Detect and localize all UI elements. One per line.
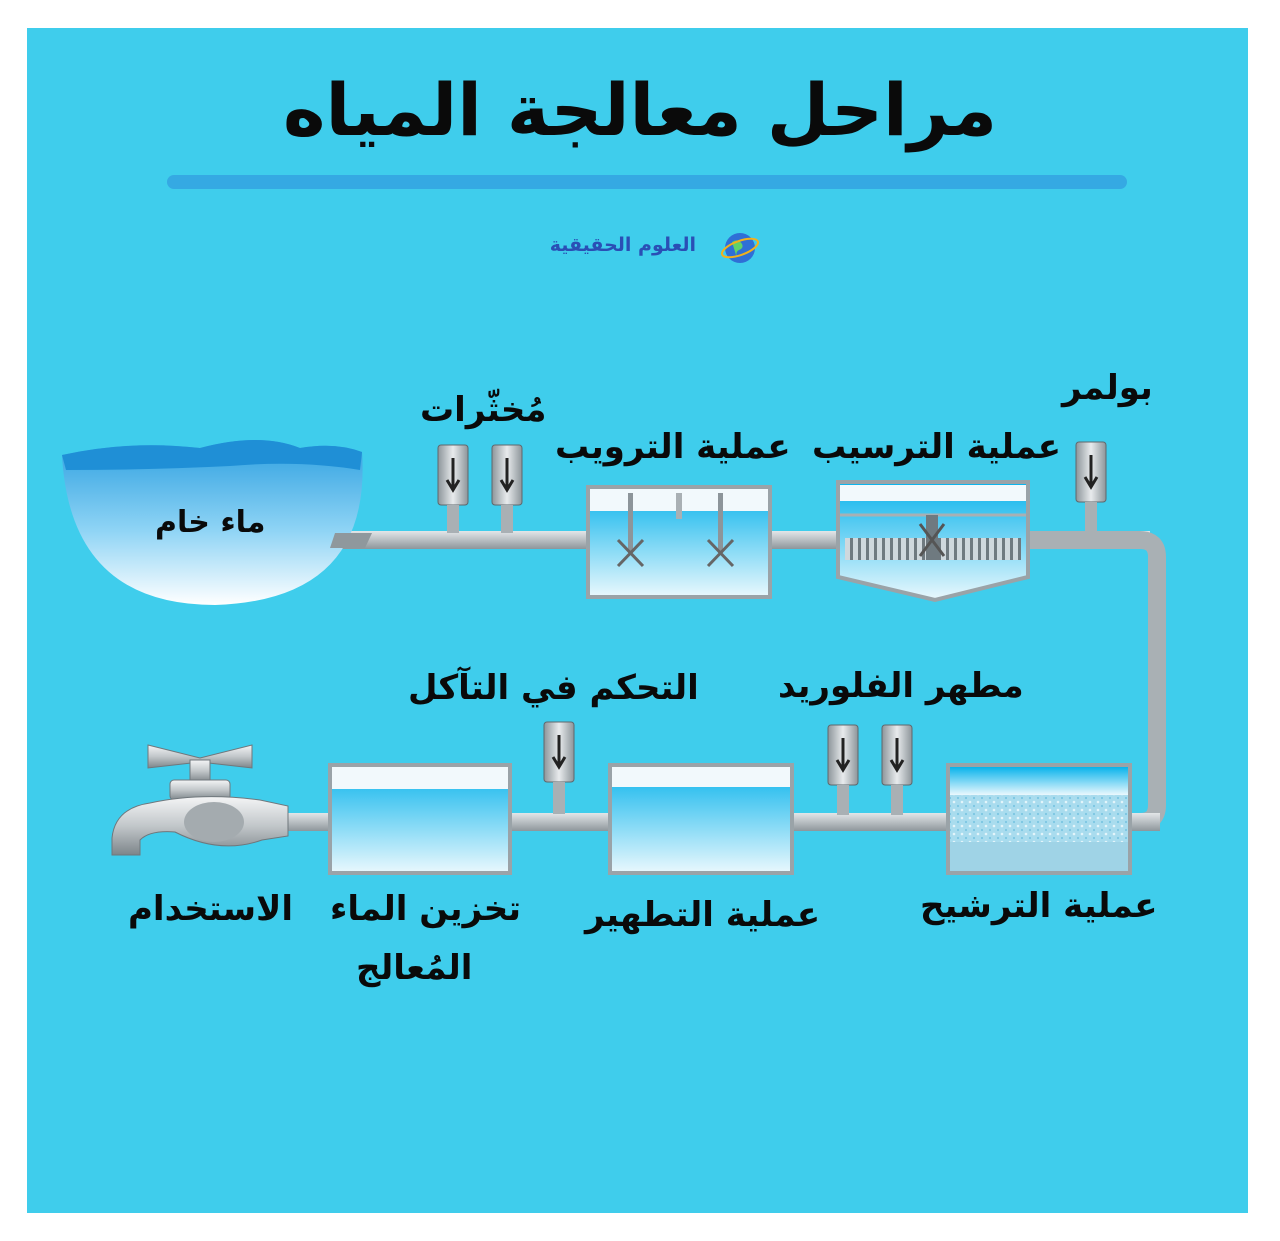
label-disinfection: عملية التطهير <box>585 895 821 935</box>
fluoride-dosing-tanks <box>827 724 913 815</box>
label-flocculation: عملية الترويب <box>555 427 791 467</box>
label-storage-line1: تخزين الماء <box>330 889 521 929</box>
disinfection-tank <box>608 763 794 875</box>
label-sedimentation: عملية الترسيب <box>812 427 1061 467</box>
dosing-tank-icon <box>491 444 523 533</box>
corrosion-dosing-tank <box>543 721 575 814</box>
raw-water-reservoir <box>62 440 372 605</box>
label-storage-line2: المُعالج <box>356 948 473 988</box>
storage-tank <box>328 763 512 875</box>
stirrer-icon <box>616 493 645 568</box>
label-fluoride: مطهر الفلوريد <box>778 666 1024 706</box>
label-raw-water: ماء خام <box>155 505 266 540</box>
filtration-tank <box>946 763 1132 875</box>
dosing-tank-icon <box>437 444 469 533</box>
page-title: مراحل معالجة المياه <box>282 68 998 152</box>
label-coagulants: مُخثّرات <box>420 390 547 430</box>
flocculation-tank <box>586 485 772 599</box>
label-usage: الاستخدام <box>128 889 294 929</box>
label-corrosion-control: التحكم في التآكل <box>408 668 699 708</box>
logo: العلوم الحقيقية <box>548 226 768 270</box>
sedimentation-tank <box>836 480 1030 603</box>
coagulant-dosing-tanks <box>437 444 523 533</box>
dosing-tank-icon <box>881 724 913 815</box>
logo-text: العلوم الحقيقية <box>549 234 696 256</box>
polymer-dosing-tank <box>1075 441 1107 532</box>
faucet-icon <box>111 744 289 856</box>
stirrer-icon <box>706 493 735 568</box>
label-polymer: بولمر <box>1062 368 1153 408</box>
dosing-tank-icon <box>827 724 859 815</box>
globe-icon <box>720 233 760 263</box>
background-panel <box>27 28 1248 1213</box>
title-divider <box>167 175 1127 189</box>
label-filtration: عملية الترشيح <box>920 886 1158 926</box>
